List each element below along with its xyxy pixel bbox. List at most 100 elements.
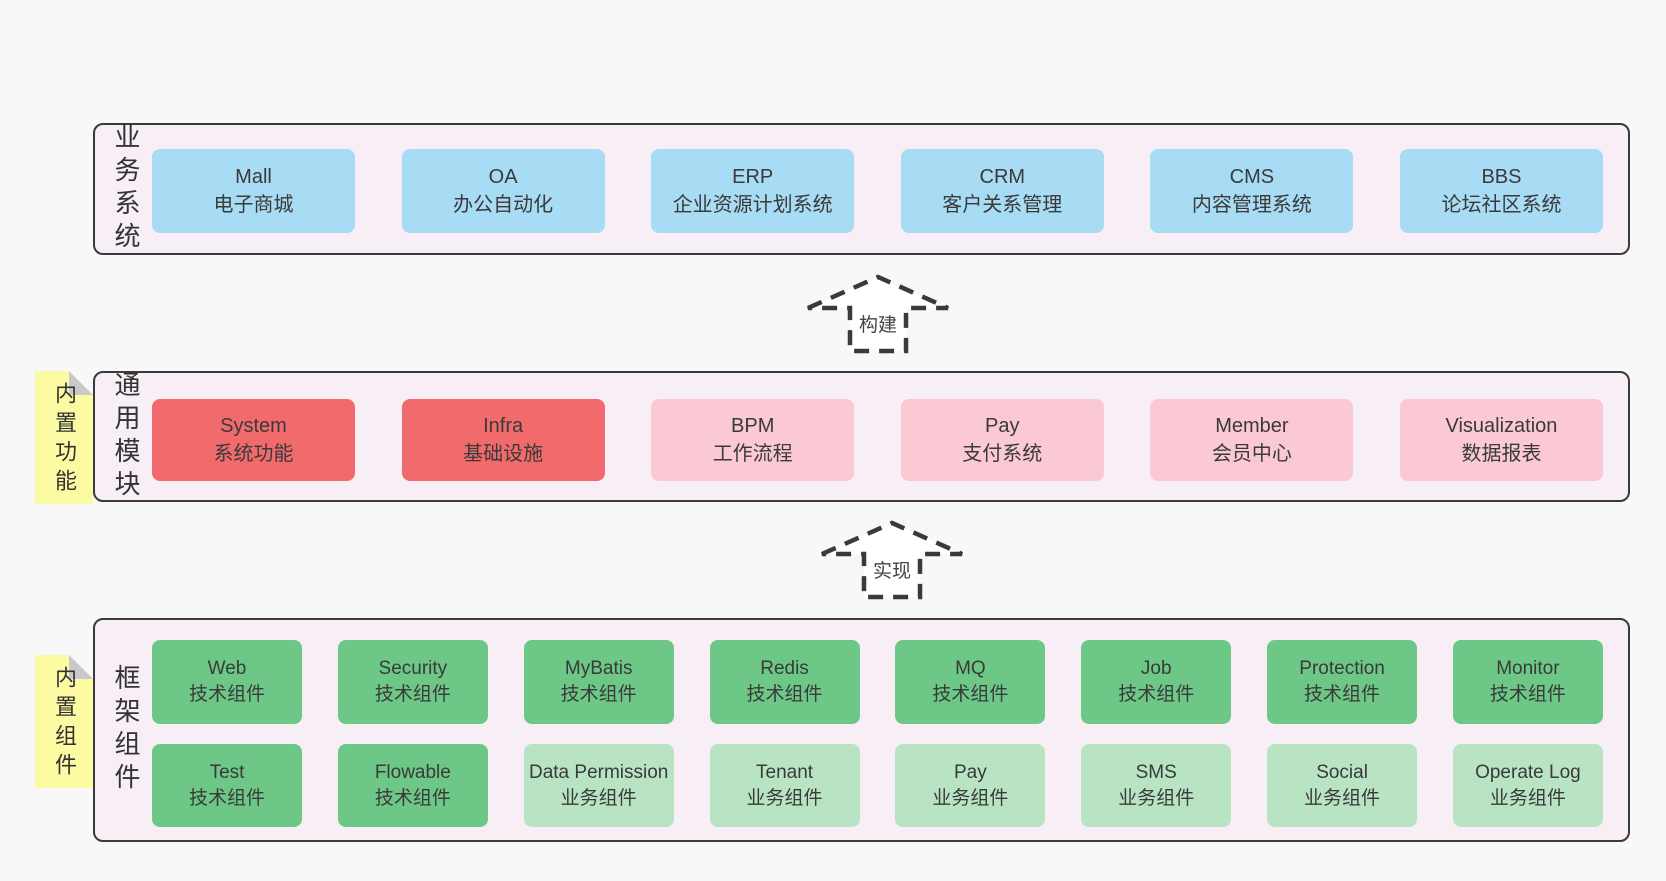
- box-infra: Infra 基础设施: [401, 399, 605, 481]
- sticky-note-label: 内置功能: [52, 382, 77, 499]
- box-subtitle: 系统功能: [213, 443, 294, 465]
- box-subtitle: 会员中心: [1211, 443, 1292, 465]
- box-title: Pay: [954, 761, 987, 783]
- box-member: Member 会员中心: [1150, 399, 1354, 481]
- box-subtitle: 技术组件: [374, 684, 451, 705]
- box-title: Security: [378, 658, 448, 679]
- box-flowable: Flowable 技术组件: [337, 744, 488, 827]
- panel-business-systems: 业务系统 Mall 电子商城 OA 办公自动化 ERP 企业资源计划系统 CRM…: [93, 123, 1630, 255]
- box-subtitle: 办公自动化: [453, 194, 554, 216]
- box-protection: Protection 技术组件: [1267, 640, 1418, 724]
- box-title: ERP: [732, 166, 774, 188]
- box-subtitle: 数据报表: [1461, 443, 1542, 465]
- box-mybatis: MyBatis 技术组件: [523, 640, 674, 724]
- arrow-implement: 实现: [817, 514, 967, 606]
- box-title: CRM: [979, 166, 1026, 188]
- box-social: Social 业务组件: [1267, 744, 1418, 827]
- box-title: Redis: [760, 658, 809, 679]
- panel-title: 业务系统: [111, 123, 141, 255]
- box-title: Protection: [1299, 658, 1385, 679]
- box-subtitle: 工作流程: [712, 443, 793, 465]
- box-subtitle: 技术组件: [1118, 684, 1195, 705]
- panel-common-modules: 通用模块 System 系统功能 Infra 基础设施 BPM 工作流程 Pay…: [93, 370, 1630, 503]
- box-row: Web 技术组件 Security 技术组件 MyBatis 技术组件 Redi…: [152, 640, 1603, 724]
- box-title: System: [220, 415, 287, 437]
- box-bpm: BPM 工作流程: [651, 399, 855, 481]
- box-title: Social: [1316, 761, 1368, 783]
- sticky-note-built-in-features: 内置功能: [35, 371, 93, 504]
- box-redis: Redis 技术组件: [709, 640, 860, 724]
- box-title: Tenant: [756, 761, 814, 783]
- box-subtitle: 技术组件: [188, 787, 265, 809]
- box-row: Test 技术组件 Flowable 技术组件 Data Permission …: [152, 744, 1603, 827]
- box-title: Member: [1215, 415, 1289, 437]
- panel-title: 通用模块: [111, 370, 141, 503]
- box-title: Web: [207, 658, 247, 679]
- box-sms: SMS 业务组件: [1081, 744, 1232, 827]
- box-oa: OA 办公自动化: [401, 149, 605, 233]
- box-erp: ERP 企业资源计划系统: [651, 149, 855, 233]
- box-subtitle: 论坛社区系统: [1441, 194, 1562, 216]
- panel-framework-components: 框架组件 Web 技术组件 Security 技术组件 MyBatis 技术组件…: [93, 618, 1630, 842]
- panel-title: 框架组件: [111, 664, 141, 796]
- box-system: System 系统功能: [152, 399, 355, 481]
- box-subtitle: 业务组件: [560, 787, 637, 809]
- box-subtitle: 基础设施: [463, 443, 544, 465]
- box-monitor: Monitor 技术组件: [1452, 640, 1603, 724]
- box-title: MQ: [955, 658, 986, 679]
- box-pay-component: Pay 业务组件: [895, 744, 1046, 827]
- box-title: Test: [209, 761, 245, 783]
- box-mall: Mall 电子商城: [152, 149, 355, 233]
- box-title: Operate Log: [1475, 761, 1581, 783]
- box-title: Mall: [235, 166, 272, 188]
- box-title: Monitor: [1496, 658, 1560, 679]
- box-subtitle: 业务组件: [932, 787, 1009, 809]
- box-title: Infra: [483, 415, 524, 437]
- sticky-note-label: 内置组件: [52, 666, 77, 783]
- box-subtitle: 技术组件: [1304, 684, 1381, 705]
- box-title: CMS: [1229, 166, 1275, 188]
- arrow-implement-label: 实现: [869, 556, 915, 583]
- box-subtitle: 业务组件: [1304, 787, 1381, 809]
- box-tenant: Tenant 业务组件: [709, 744, 860, 827]
- arrow-build: 构建: [803, 268, 953, 360]
- box-row: System 系统功能 Infra 基础设施 BPM 工作流程 Pay 支付系统…: [152, 399, 1603, 481]
- box-subtitle: 电子商城: [213, 194, 294, 216]
- box-cms: CMS 内容管理系统: [1150, 149, 1354, 233]
- box-title: Visualization: [1445, 415, 1558, 437]
- box-subtitle: 支付系统: [962, 443, 1043, 465]
- box-title: Flowable: [374, 761, 451, 783]
- box-title: Data Permission: [528, 761, 669, 783]
- box-title: OA: [488, 166, 518, 188]
- box-security: Security 技术组件: [337, 640, 488, 724]
- box-data-permission: Data Permission 业务组件: [523, 744, 674, 827]
- box-row: Mall 电子商城 OA 办公自动化 ERP 企业资源计划系统 CRM 客户关系…: [152, 149, 1603, 233]
- arrow-build-label: 构建: [855, 310, 901, 337]
- box-subtitle: 技术组件: [374, 787, 451, 809]
- box-crm: CRM 客户关系管理: [900, 149, 1104, 233]
- box-web: Web 技术组件: [152, 640, 302, 724]
- box-subtitle: 技术组件: [1489, 684, 1566, 705]
- box-subtitle: 业务组件: [1489, 787, 1566, 809]
- box-subtitle: 客户关系管理: [942, 194, 1063, 216]
- box-title: Job: [1140, 658, 1172, 679]
- box-test: Test 技术组件: [152, 744, 302, 827]
- box-title: BBS: [1481, 166, 1522, 188]
- box-bbs: BBS 论坛社区系统: [1399, 149, 1603, 233]
- box-subtitle: 业务组件: [1118, 787, 1195, 809]
- box-mq: MQ 技术组件: [895, 640, 1046, 724]
- sticky-note-built-in-components: 内置组件: [35, 655, 93, 788]
- box-title: SMS: [1135, 761, 1177, 783]
- box-subtitle: 技术组件: [560, 684, 637, 705]
- box-job: Job 技术组件: [1081, 640, 1232, 724]
- box-title: BPM: [731, 415, 775, 437]
- box-title: Pay: [985, 415, 1020, 437]
- box-pay-module: Pay 支付系统: [900, 399, 1104, 481]
- box-visualization: Visualization 数据报表: [1399, 399, 1603, 481]
- box-subtitle: 技术组件: [746, 684, 823, 705]
- box-operate-log: Operate Log 业务组件: [1452, 744, 1603, 827]
- box-subtitle: 企业资源计划系统: [672, 194, 833, 216]
- box-subtitle: 内容管理系统: [1191, 194, 1312, 216]
- box-subtitle: 业务组件: [746, 787, 823, 809]
- box-subtitle: 技术组件: [932, 684, 1009, 705]
